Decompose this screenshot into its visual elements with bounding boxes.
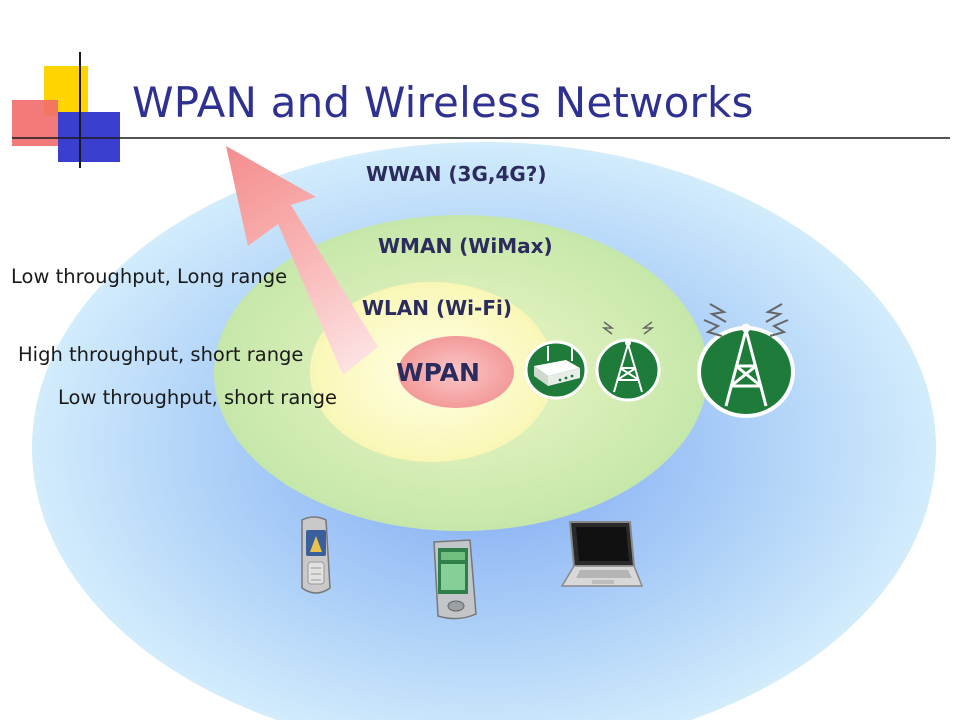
mobile-phone-icon [301,516,331,594]
pda-icon [433,539,477,620]
high-throughput-annotation: High throughput, short range [18,343,304,366]
wpan-ring [398,336,514,408]
wireless-router-icon [524,340,588,400]
slide-title: WPAN and Wireless Networks [132,78,754,127]
large-cell-tower-icon [697,303,795,418]
laptop-icon [560,521,644,587]
wpan-label: WPAN [396,358,480,387]
wman-label: WMAN (WiMax) [378,234,553,258]
wlan-label: WLAN (Wi-Fi) [362,296,512,320]
range-arrow [226,146,378,375]
long-range-annotation: Low throughput, Long range [11,265,288,288]
low-throughput-annotation: Low throughput, short range [58,386,338,409]
title-decoration [12,52,950,168]
wwan-label: WWAN (3G,4G?) [366,162,547,186]
small-cell-tower-icon [595,321,661,402]
